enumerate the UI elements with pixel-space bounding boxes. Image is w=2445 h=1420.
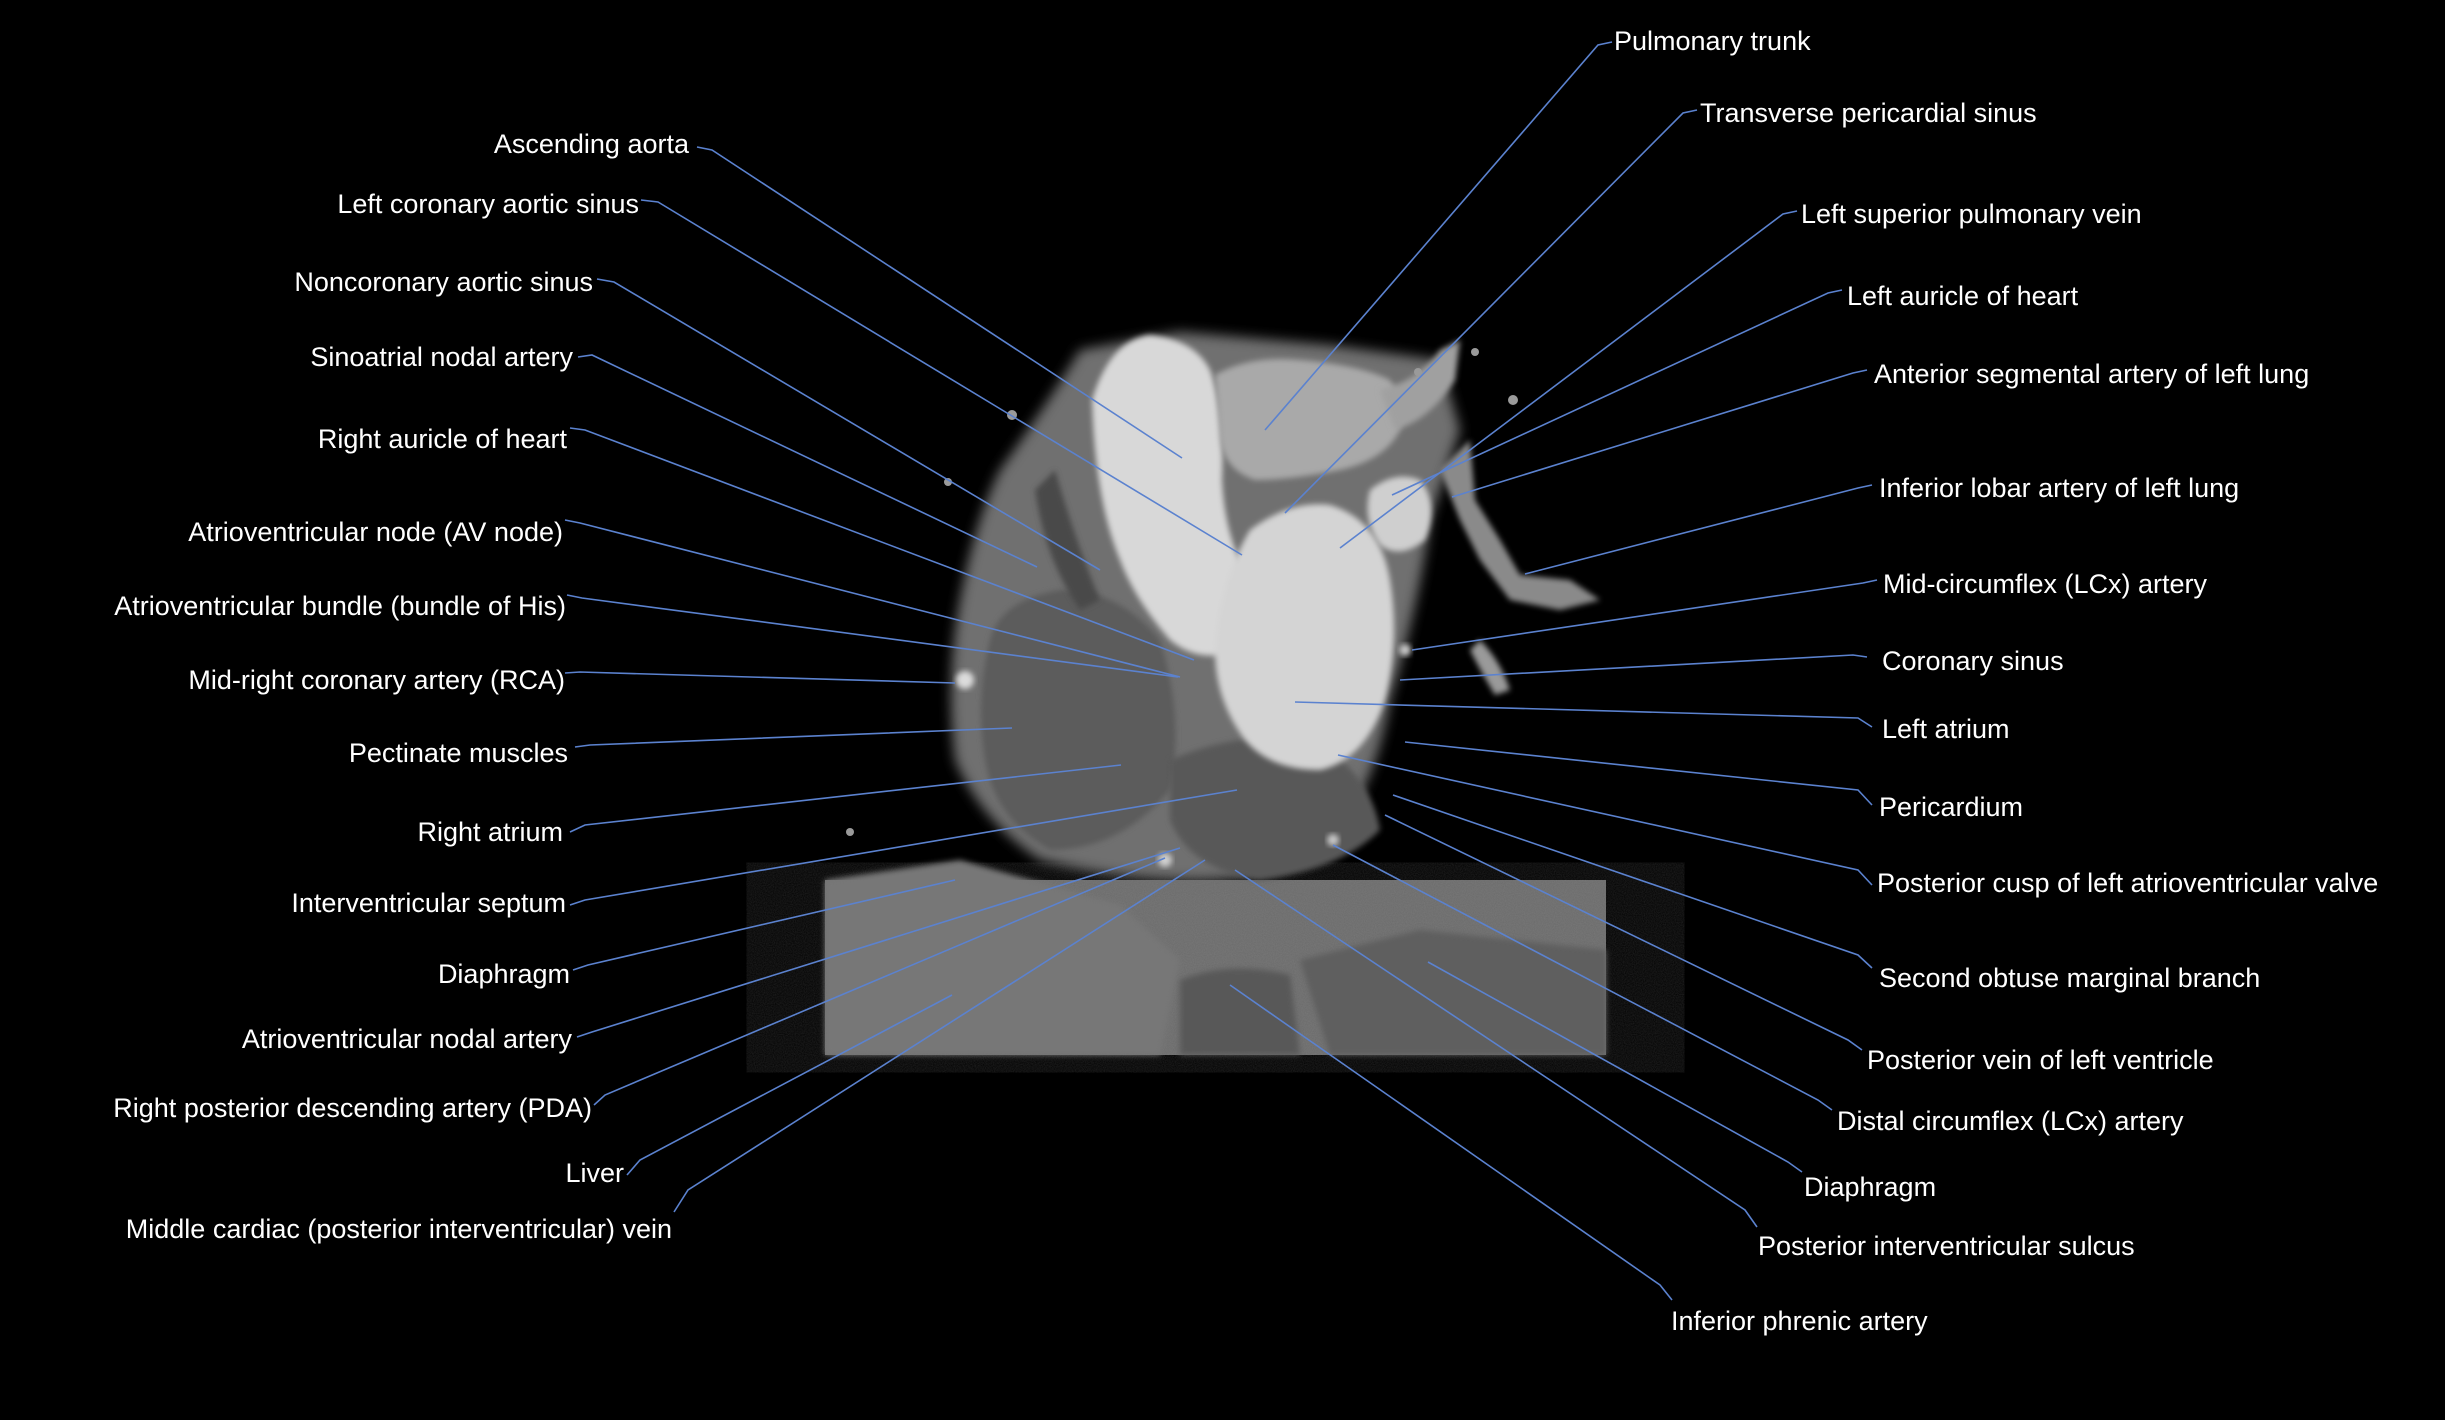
leader-interventricular-septum [569, 789, 1238, 906]
lung-vessel-small [1470, 640, 1510, 695]
abdominal-region [1300, 930, 1606, 1055]
leader-posterior-cusp [1337, 754, 1873, 886]
leader-atrioventricular-nodal-artery [576, 847, 1181, 1038]
ventricle-region [1170, 737, 1380, 880]
label-right-posterior-descending-artery: Right posterior descending artery (PDA) [113, 1093, 592, 1123]
label-coronary-sinus: Coronary sinus [1882, 646, 2064, 676]
label-distal-circumflex-artery: Distal circumflex (LCx) artery [1837, 1106, 2184, 1136]
label-inferior-phrenic-artery: Inferior phrenic artery [1671, 1306, 1928, 1336]
leader-inferior-phrenic-artery [1229, 984, 1673, 1301]
leader-diaphragm-left [572, 879, 956, 971]
pda-vessel-dot [1158, 853, 1172, 867]
leader-coronary-sinus [1399, 654, 1868, 681]
label-atrioventricular-node: Atrioventricular node (AV node) [188, 517, 563, 547]
leader-posterior-vein-of-left-ventricle [1384, 814, 1863, 1051]
leader-posterior-interventricular-sulcus [1234, 869, 1758, 1228]
lung-dot [1508, 395, 1518, 405]
leader-right-atrium [569, 764, 1122, 833]
label-inferior-lobar-artery: Inferior lobar artery of left lung [1879, 473, 2239, 503]
lung-dot [1471, 348, 1479, 356]
leader-left-atrium [1294, 701, 1873, 728]
leader-middle-cardiac-vein [673, 859, 1206, 1213]
lcx-vessel-dot [1327, 834, 1339, 846]
label-liver: Liver [565, 1158, 624, 1188]
label-right-atrium: Right atrium [417, 817, 563, 847]
ascending-aorta-region [1092, 335, 1256, 656]
label-middle-cardiac-vein: Middle cardiac (posterior interventricul… [126, 1214, 672, 1244]
label-atrioventricular-nodal-artery: Atrioventricular nodal artery [242, 1024, 573, 1054]
leader-mid-circumflex-artery [1411, 579, 1878, 651]
leader-noncoronary-aortic-sinus [596, 278, 1101, 571]
leader-lines [564, 41, 1878, 1301]
coronary-sinus-dot [1399, 644, 1411, 656]
liver-region [825, 860, 1180, 1055]
label-anterior-segmental-artery: Anterior segmental artery of left lung [1874, 359, 2309, 389]
label-left-coronary-aortic-sinus: Left coronary aortic sinus [337, 189, 639, 219]
label-sinoatrial-nodal-artery: Sinoatrial nodal artery [310, 342, 573, 372]
lung-dot [1414, 368, 1422, 376]
right-labels: Pulmonary trunk Transverse pericardial s… [1614, 26, 2378, 1336]
label-diaphragm-left: Diaphragm [438, 959, 570, 989]
ct-heart-scan-image [825, 332, 1606, 1055]
fat-region [1035, 470, 1100, 610]
posterior-region [1180, 968, 1300, 1055]
leader-ascending-aorta [696, 146, 1183, 459]
label-second-obtuse-marginal-branch: Second obtuse marginal branch [1879, 963, 2260, 993]
leader-left-auricle-of-heart [1391, 289, 1843, 496]
leader-atrioventricular-bundle [566, 594, 1179, 678]
label-pulmonary-trunk: Pulmonary trunk [1614, 26, 1811, 56]
label-posterior-interventricular-sulcus: Posterior interventricular sulcus [1758, 1231, 2135, 1261]
label-left-superior-pulmonary-vein: Left superior pulmonary vein [1801, 199, 2142, 229]
label-posterior-cusp: Posterior cusp of left atrioventricular … [1877, 868, 2378, 898]
leader-liver [626, 994, 953, 1176]
label-diaphragm-right: Diaphragm [1804, 1172, 1936, 1202]
lung-dot [846, 828, 854, 836]
leader-sinoatrial-nodal-artery [577, 354, 1038, 568]
label-right-auricle-of-heart: Right auricle of heart [318, 424, 568, 454]
label-left-auricle-of-heart: Left auricle of heart [1847, 281, 2079, 311]
label-interventricular-septum: Interventricular septum [291, 888, 566, 918]
label-pericardium: Pericardium [1879, 792, 2023, 822]
leader-pectinate-muscles [574, 727, 1013, 748]
leader-inferior-lobar-artery [1524, 484, 1873, 575]
label-noncoronary-aortic-sinus: Noncoronary aortic sinus [294, 267, 593, 297]
pulmonary-branch-region [1380, 340, 1460, 430]
label-mid-right-coronary-artery: Mid-right coronary artery (RCA) [188, 665, 565, 695]
leader-distal-circumflex-artery [1332, 844, 1833, 1111]
rca-vessel-dot [956, 671, 974, 689]
leader-second-obtuse-marginal-branch [1392, 794, 1873, 969]
label-transverse-pericardial-sinus: Transverse pericardial sinus [1700, 98, 2037, 128]
label-posterior-vein-of-left-ventricle: Posterior vein of left ventricle [1867, 1045, 2214, 1075]
leader-left-superior-pulmonary-vein [1339, 210, 1798, 549]
pulmonary-trunk-region [1215, 359, 1402, 480]
left-auricle-region [1367, 476, 1432, 552]
lung-vessels-region [1440, 440, 1600, 610]
leader-right-auricle-of-heart [569, 427, 1195, 661]
leader-diaphragm-right [1427, 961, 1803, 1173]
lung-dot [944, 478, 952, 486]
right-atrium-region [981, 590, 1176, 850]
leader-anterior-segmental-artery [1451, 369, 1868, 498]
label-pectinate-muscles: Pectinate muscles [349, 738, 568, 768]
leader-transverse-pericardial-sinus [1284, 109, 1698, 514]
label-atrioventricular-bundle: Atrioventricular bundle (bundle of His) [114, 591, 566, 621]
left-labels: Ascending aorta Left coronary aortic sin… [113, 129, 690, 1244]
leader-mid-right-coronary-artery [564, 671, 956, 684]
leader-pulmonary-trunk [1264, 41, 1613, 431]
leader-atrioventricular-node [564, 519, 1181, 678]
leader-right-posterior-descending-artery [593, 857, 1166, 1106]
label-mid-circumflex-artery: Mid-circumflex (LCx) artery [1883, 569, 2208, 599]
label-left-atrium: Left atrium [1882, 714, 2010, 744]
label-ascending-aorta: Ascending aorta [494, 129, 690, 159]
leader-pericardium [1404, 741, 1873, 806]
leader-left-coronary-aortic-sinus [640, 199, 1243, 556]
